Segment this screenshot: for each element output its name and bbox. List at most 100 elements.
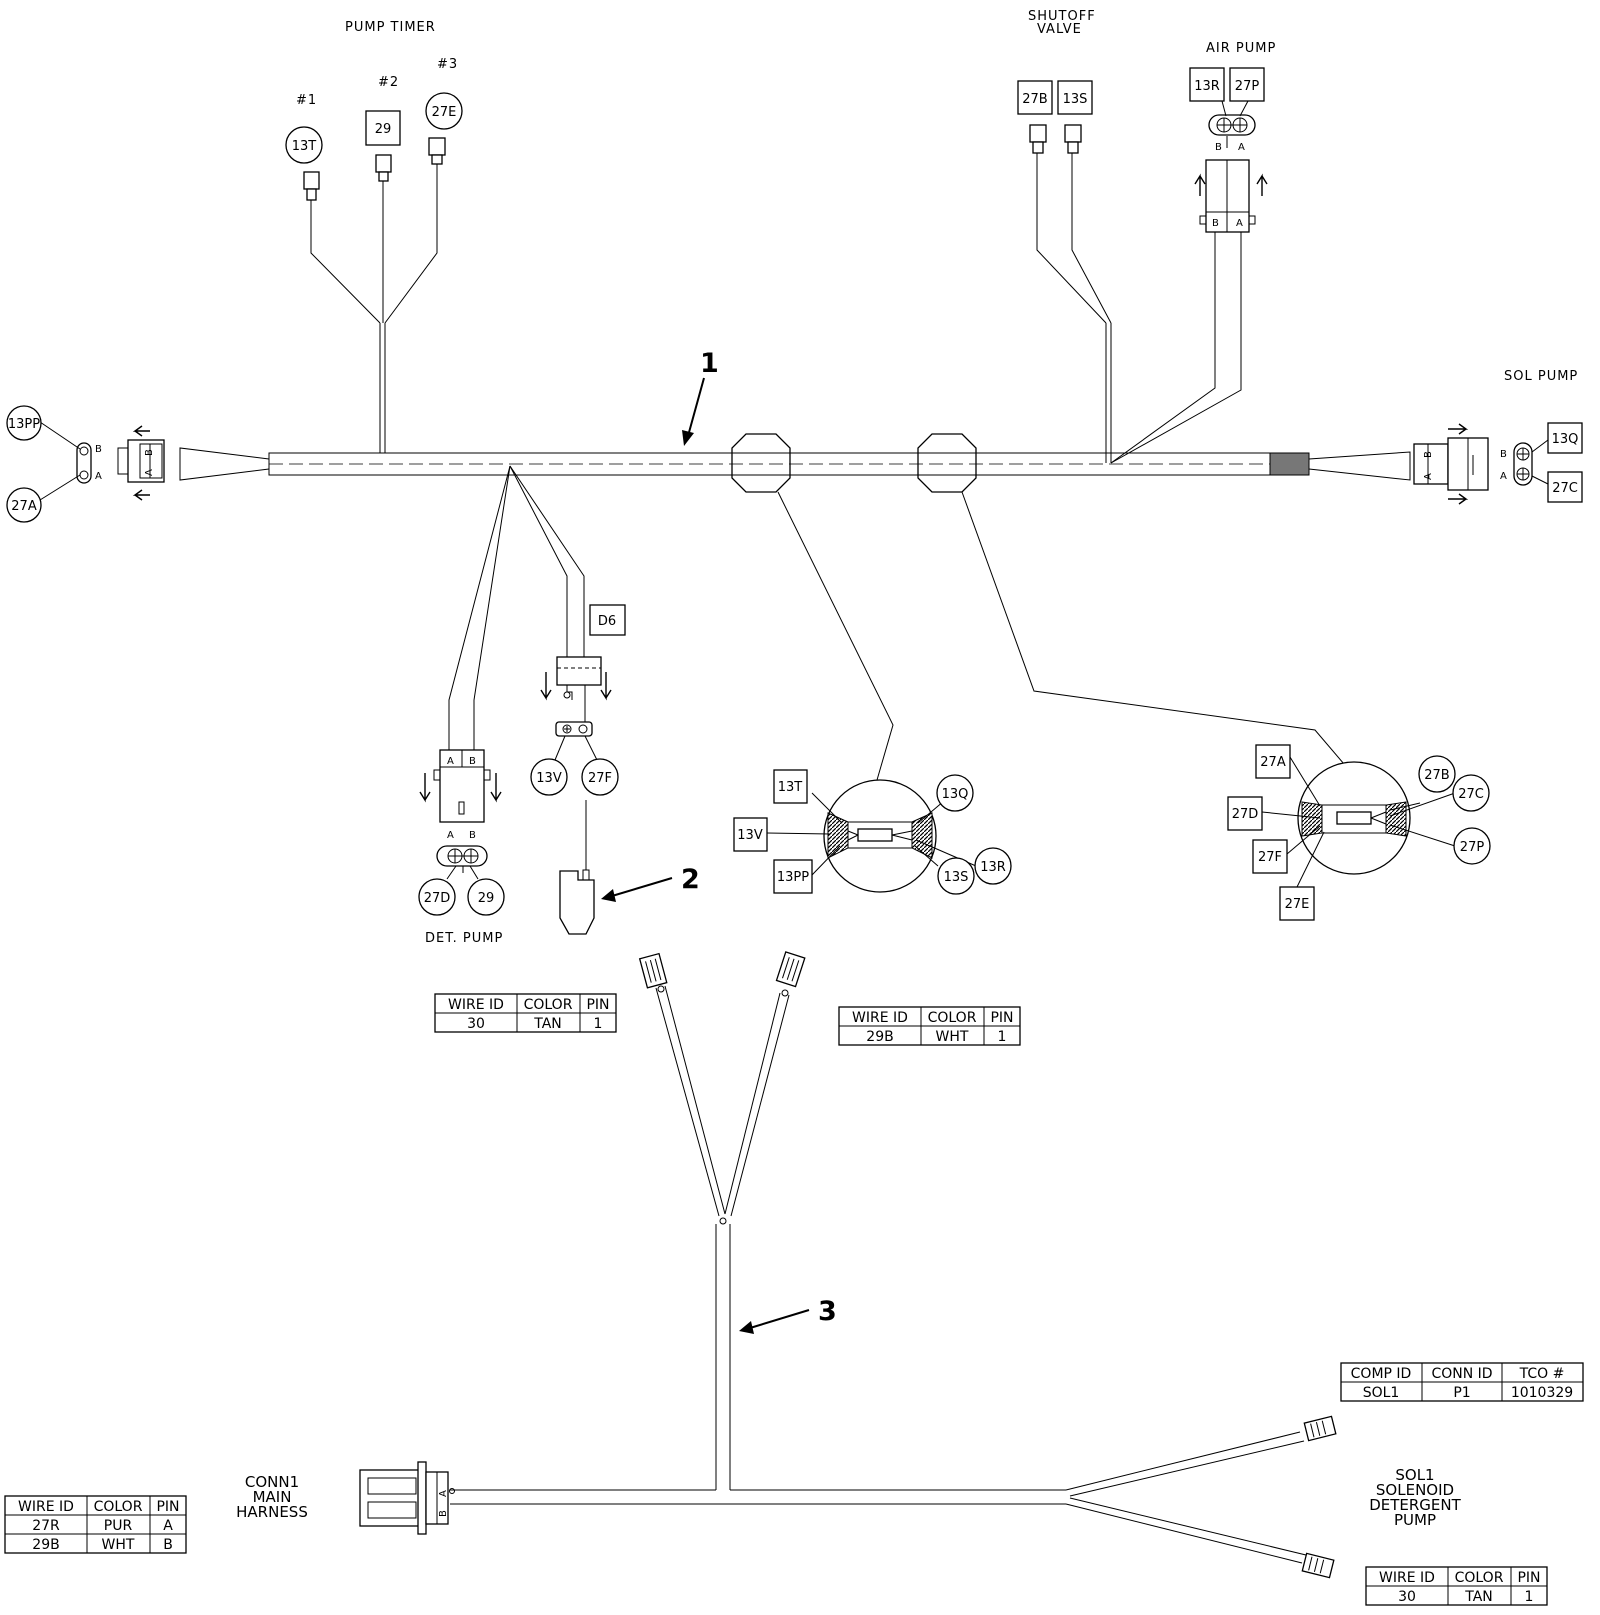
splice-a-tag-13s: 13S — [937, 857, 975, 895]
det-pump-branch: A B A B — [419, 465, 612, 935]
tag-13pp-left: 13PP — [6, 405, 42, 441]
sol-plug-pin-b: B — [1500, 449, 1507, 460]
tag-13v-det: 13V — [530, 758, 568, 796]
pump-timer-pin3-label: #3 — [437, 57, 458, 72]
conn1-label-2: MAIN — [253, 1488, 292, 1506]
tag-d6: D6 — [589, 604, 626, 636]
table-header-comp-id: COMP ID — [1351, 1366, 1412, 1382]
pump-timer-pin1-label: #1 — [296, 93, 317, 108]
sol-plug-pin-a: A — [1500, 471, 1507, 482]
splice-a-tag-13pp: 13PP — [773, 859, 813, 894]
table-header-color: COLOR — [928, 1010, 977, 1026]
tag-27d-det: 27D — [418, 878, 456, 916]
left-plug-pin-a: A — [95, 471, 102, 482]
lower-harness: A B — [359, 951, 1337, 1579]
sol-pump-label: SOL PUMP — [1504, 369, 1578, 384]
splice-b-tag-27p: 27P — [1453, 827, 1491, 865]
svg-text:27P: 27P — [1235, 79, 1260, 94]
det-pump-label: DET. PUMP — [425, 931, 503, 946]
tag-29-timer: 29 — [365, 110, 401, 146]
table-header-pin: PIN — [1517, 1570, 1540, 1586]
splice-marker-2 — [917, 433, 1345, 765]
main-harness-trunk — [179, 447, 1411, 481]
svg-text:27C: 27C — [1552, 481, 1578, 496]
splice-b-tag-27a: 27A — [1255, 744, 1291, 779]
sol1-label-3: DETERGENT — [1369, 1496, 1461, 1514]
svg-text:2: 2 — [681, 864, 700, 895]
tag-29-det: 29 — [467, 878, 505, 916]
table-cell: 30 — [1398, 1589, 1416, 1605]
tag-27p-air: 27P — [1229, 67, 1265, 102]
callout-3: 3 — [739, 1296, 837, 1334]
svg-text:13T: 13T — [292, 139, 317, 154]
splice-a-tag-13t: 13T — [773, 769, 808, 804]
svg-text:13R: 13R — [980, 860, 1006, 875]
tag-13r-air: 13R — [1189, 67, 1225, 102]
table-header-wire-id: WIRE ID — [18, 1499, 74, 1515]
wire-table-30-top: WIRE ID COLOR PIN 30 TAN 1 — [434, 993, 617, 1033]
table-header-color: COLOR — [524, 997, 573, 1013]
svg-text:3: 3 — [818, 1296, 837, 1327]
splice-a-tag-13r: 13R — [974, 847, 1012, 885]
callout-1: 1 — [682, 348, 719, 446]
table-header-pin: PIN — [156, 1499, 179, 1515]
callout-2: 2 — [601, 864, 700, 902]
left-end-connector: A B B A — [76, 425, 165, 501]
table-header-wire-id: WIRE ID — [1379, 1570, 1435, 1586]
shutoff-valve-label-2: VALVE — [1037, 22, 1082, 37]
tag-27e-timer: 27E — [425, 92, 463, 130]
tag-27f-det: 27F — [581, 758, 619, 796]
shutoff-valve-branch — [1029, 124, 1112, 463]
splice-b-tag-27c: 27C — [1452, 774, 1490, 812]
air-pump-branch: B A B A — [1110, 100, 1268, 464]
left-connector-pin-a: A — [144, 469, 155, 476]
tag-27b-valve: 27B — [1017, 80, 1053, 115]
det-conn-pin-b: B — [469, 756, 476, 767]
table-cell: PUR — [104, 1518, 133, 1534]
svg-text:29: 29 — [478, 891, 495, 906]
table-header-wire-id: WIRE ID — [448, 997, 504, 1013]
conn1-label-1: CONN1 — [245, 1473, 299, 1491]
svg-text:27B: 27B — [1424, 768, 1449, 783]
table-cell: WHT — [936, 1029, 969, 1045]
det-plug-pin-a: A — [447, 830, 454, 841]
svg-text:27B: 27B — [1022, 92, 1047, 107]
svg-text:13S: 13S — [944, 870, 969, 885]
table-cell: WHT — [102, 1537, 135, 1553]
table-cell: P1 — [1453, 1385, 1470, 1401]
pump-timer-label: PUMP TIMER — [345, 20, 436, 35]
air-pump-label: AIR PUMP — [1206, 41, 1276, 56]
svg-text:27D: 27D — [1232, 807, 1259, 822]
det-conn-pin-a: A — [447, 756, 454, 767]
conn1-pin-b: B — [438, 1510, 449, 1517]
table-cell: B — [163, 1537, 173, 1553]
table-header-color: COLOR — [1455, 1570, 1504, 1586]
wire-table-29b-top: WIRE ID COLOR PIN 29B WHT 1 — [838, 1006, 1021, 1046]
splice-a-tag-13q: 13Q — [936, 774, 974, 812]
left-connector-pin-b: B — [144, 449, 155, 456]
svg-text:27P: 27P — [1460, 840, 1485, 855]
svg-text:13PP: 13PP — [777, 870, 809, 885]
svg-text:27D: 27D — [424, 891, 451, 906]
table-cell: 1 — [1525, 1589, 1534, 1605]
splice-b-tag-27e: 27E — [1279, 886, 1315, 921]
splice-b-tag-27f: 27F — [1252, 839, 1288, 874]
tag-13s-valve: 13S — [1057, 80, 1093, 115]
svg-text:29: 29 — [375, 122, 392, 137]
air-conn-pin-a: A — [1236, 218, 1243, 229]
svg-text:27E: 27E — [432, 105, 457, 120]
splice-detail-a — [766, 779, 977, 893]
splice-b-tag-27b: 27B — [1418, 755, 1456, 793]
svg-text:13V: 13V — [737, 828, 763, 843]
air-plug-pin-b: B — [1215, 142, 1222, 153]
table-header-tco: TCO # — [1519, 1366, 1565, 1382]
splice-marker-1 — [731, 433, 894, 781]
sol-conn-pin-b: B — [1423, 451, 1434, 458]
svg-text:13Q: 13Q — [942, 787, 969, 802]
svg-text:13V: 13V — [536, 771, 562, 786]
tag-13q-right: 13Q — [1547, 422, 1583, 454]
svg-text:1: 1 — [700, 348, 719, 379]
svg-text:13R: 13R — [1194, 79, 1220, 94]
air-conn-pin-b: B — [1212, 218, 1219, 229]
